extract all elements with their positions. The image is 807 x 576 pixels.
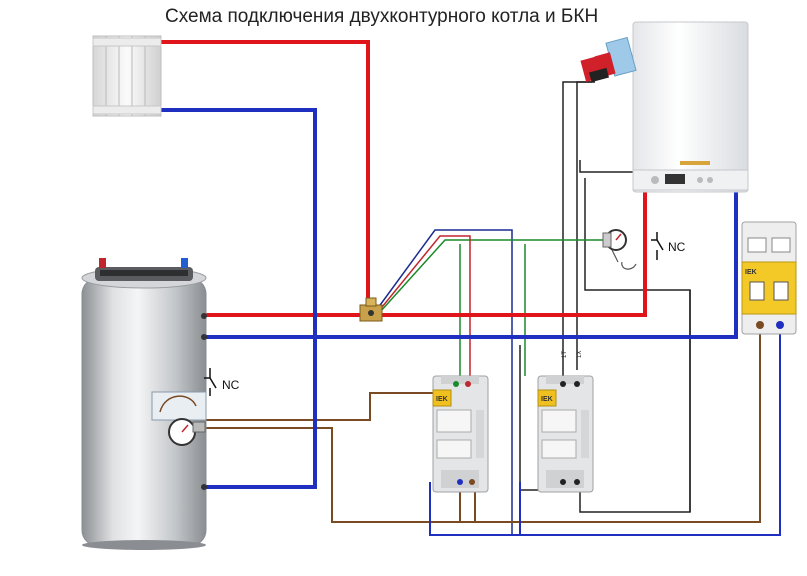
blue-pipes bbox=[160, 108, 738, 489]
nc-symbol-tank bbox=[204, 368, 217, 396]
nc-label-tank: NC bbox=[222, 378, 240, 392]
boiler bbox=[632, 21, 749, 193]
boiler-knob bbox=[651, 176, 659, 184]
boiler-display bbox=[665, 174, 685, 184]
radiator bbox=[92, 35, 162, 117]
contactor-right: IEK bbox=[537, 375, 594, 493]
circuit-breaker: IEK bbox=[741, 221, 797, 335]
boiler-plug bbox=[580, 36, 637, 83]
red-pipes bbox=[160, 40, 647, 317]
green-wires bbox=[379, 239, 608, 376]
three-way-valve bbox=[359, 297, 383, 322]
storage-tank bbox=[81, 258, 207, 550]
red-signal-wire bbox=[377, 235, 471, 376]
wire-label-b: 1Х bbox=[577, 351, 583, 358]
contactor-left-brand: IEK bbox=[436, 396, 448, 403]
breaker-brand: IEK bbox=[745, 269, 757, 276]
diagram-title: Схема подключения двухконтурного котла и… bbox=[165, 6, 599, 27]
brown-wires bbox=[205, 325, 761, 523]
contactor-left: IEK bbox=[432, 375, 489, 493]
blue-wires bbox=[429, 325, 781, 536]
wire-label-a: 1Т bbox=[562, 351, 568, 358]
nc-label-boiler: NC bbox=[668, 240, 686, 254]
room-thermostat bbox=[602, 229, 637, 270]
tank-thermostat bbox=[151, 391, 207, 446]
nc-symbol-boiler bbox=[651, 232, 664, 260]
contactor-right-brand: IEK bbox=[541, 396, 553, 403]
